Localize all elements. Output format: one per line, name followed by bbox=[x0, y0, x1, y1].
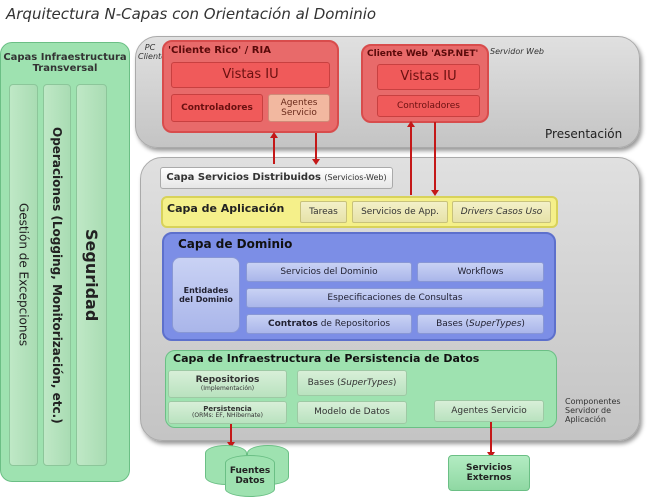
data-sources: Fuentes Datos bbox=[225, 455, 275, 497]
domain-services: Servicios del Dominio bbox=[246, 262, 412, 282]
transversal-title: Capas Infraestructura Transversal bbox=[3, 51, 127, 75]
app-services: Servicios de App. bbox=[352, 201, 448, 223]
distributed-services-layer: Capa Servicios Distribuidos (Servicios-W… bbox=[160, 167, 393, 189]
app-tasks: Tareas bbox=[300, 201, 347, 223]
domain-entities: Entidades del Dominio bbox=[172, 257, 240, 333]
pc-client-label: PC Cliente bbox=[138, 43, 167, 61]
arrow-to-data-sources bbox=[227, 424, 235, 448]
domain-title: Capa de Dominio bbox=[178, 237, 293, 251]
application-title: Capa de Aplicación bbox=[167, 202, 285, 215]
ria-views: Vistas IU bbox=[171, 62, 330, 88]
persist-orm: Persistencia(ORMs: EF, NHibernate) bbox=[168, 401, 287, 424]
arrow-to-external-services bbox=[487, 422, 495, 458]
domain-repo-contracts: Contratos de Repositorios bbox=[246, 314, 412, 334]
diagram-title: Arquitectura N-Capas con Orientación al … bbox=[6, 5, 377, 23]
domain-bases: Bases (SuperTypes) bbox=[417, 314, 544, 334]
arrow-down-web bbox=[431, 122, 439, 196]
app-use-case-drivers: Drivers Casos Uso bbox=[452, 201, 551, 223]
ria-title: 'Cliente Rico' / RIA bbox=[168, 45, 271, 56]
web-views: Vistas IU bbox=[377, 64, 480, 90]
web-server-label: Servidor Web bbox=[490, 47, 544, 56]
bar-operations: Operaciones (Logging, Monitorización, et… bbox=[43, 84, 71, 466]
persist-service-agents: Agentes Servicio bbox=[434, 400, 544, 422]
persist-data-model: Modelo de Datos bbox=[297, 401, 407, 424]
persist-bases: Bases (SuperTypes) bbox=[297, 370, 407, 396]
arrow-up-ria bbox=[270, 132, 278, 164]
presentation-label: Presentación bbox=[545, 127, 623, 141]
external-services: Servicios Externos bbox=[448, 455, 530, 491]
arrow-up-web bbox=[407, 121, 415, 195]
bar-exceptions: Gestión de Excepciones bbox=[9, 84, 38, 466]
server-label: Componentes Servidor de Aplicación bbox=[565, 397, 621, 424]
web-title: Cliente Web 'ASP.NET' bbox=[367, 49, 479, 59]
arrow-down-ria bbox=[312, 133, 320, 165]
bar-security: Seguridad bbox=[76, 84, 107, 466]
persistence-title: Capa de Infraestructura de Persistencia … bbox=[173, 352, 480, 365]
persist-repositories: Repositorios(Implementación) bbox=[168, 370, 287, 398]
ria-controllers: Controladores bbox=[171, 94, 263, 122]
ria-service-agents: Agentes Servicio bbox=[268, 94, 330, 122]
domain-query-specs: Especificaciones de Consultas bbox=[246, 288, 544, 308]
domain-workflows: Workflows bbox=[417, 262, 544, 282]
web-controllers: Controladores bbox=[377, 95, 480, 117]
